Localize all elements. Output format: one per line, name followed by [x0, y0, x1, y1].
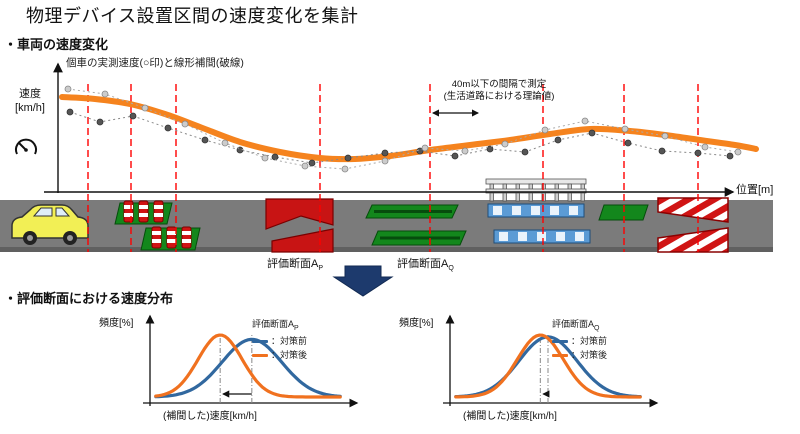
position-axis-label: 位置[m] — [736, 184, 774, 196]
speed-label-left: (補間した)速度[km/h] — [163, 411, 257, 422]
section-heading-distribution: ・評価断面における速度分布 — [4, 291, 174, 306]
interval-annotation: 40m以下の間隔で測定 (生活道路における理論値) — [443, 79, 555, 103]
hump-icon — [365, 204, 467, 246]
crosswalk-icon — [487, 203, 591, 244]
section-label-ap: 評価断面AP — [267, 258, 324, 273]
chart-data-layer — [59, 84, 759, 403]
after-color-swatch — [552, 353, 568, 357]
bollard-area-icon — [114, 200, 201, 251]
freq-label-left: 頻度[%] — [99, 318, 134, 329]
legend-left: 評価断面AP ：対策前 ：対策後 — [252, 318, 307, 363]
page-title: 物理デバイス設置区間の速度変化を集計 — [26, 6, 359, 26]
legend-right-title: 評価断面AQ — [552, 319, 600, 332]
freq-label-right: 頻度[%] — [399, 318, 434, 329]
after-color-swatch — [252, 353, 268, 357]
section-label-aq: 評価断面AQ — [397, 258, 454, 273]
distribution-left-axes — [143, 314, 359, 408]
gate-icon — [657, 197, 729, 253]
section-heading-speed: ・車両の速度変化 — [4, 37, 109, 52]
green-patch-icon — [598, 204, 649, 221]
down-arrow-icon — [332, 265, 394, 297]
legend-right-after: ：対策後 — [552, 349, 607, 363]
legend-left-before: ：対策前 — [252, 335, 307, 349]
legend-left-after: ：対策後 — [252, 349, 307, 363]
distribution-right-axes — [443, 314, 659, 408]
speedometer-icon — [15, 138, 37, 155]
guardrail-icon — [485, 178, 587, 202]
car-icon — [11, 204, 89, 245]
legend-left-title: 評価断面AP — [252, 319, 299, 332]
legend-right: 評価断面AQ ：対策前 ：対策後 — [552, 318, 607, 363]
speed-axis-label: 速度 [km/h] — [15, 88, 45, 114]
speed-label-right: (補間した)速度[km/h] — [463, 411, 557, 422]
legend-right-before: ：対策前 — [552, 335, 607, 349]
before-color-swatch — [552, 339, 568, 343]
speed-chart-note: 個車の実測速度(○印)と線形補間(破線) — [66, 57, 244, 69]
chicane-icon — [265, 198, 334, 253]
speed-chart-axes — [44, 62, 735, 197]
before-color-swatch — [252, 339, 268, 343]
